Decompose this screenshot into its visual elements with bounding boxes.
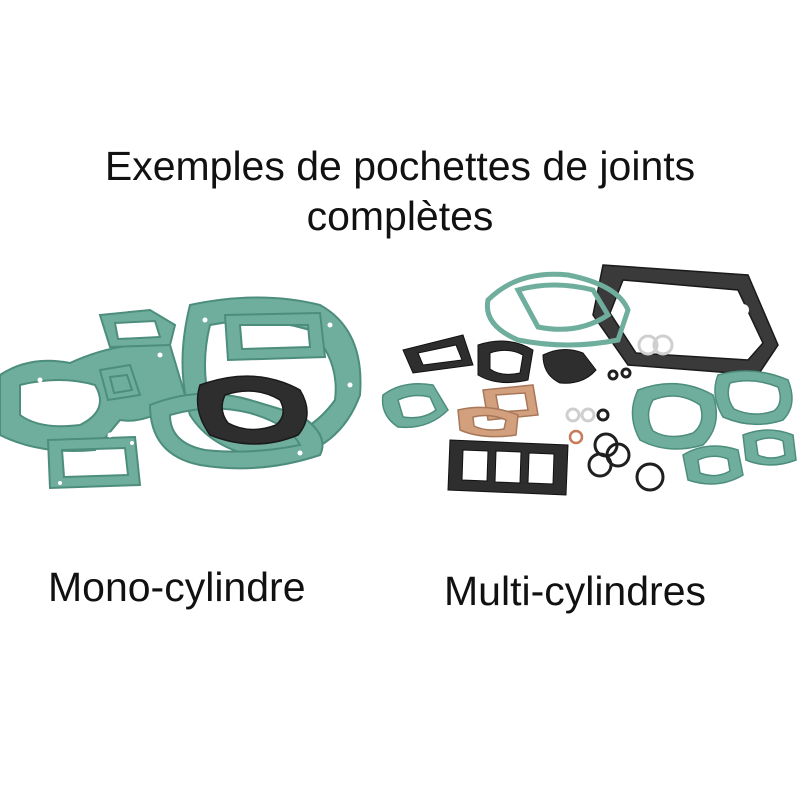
green-outline-gasket-2: [514, 282, 612, 332]
black-valve-seal-cluster: [542, 349, 597, 384]
large-black-case-gasket: [592, 264, 779, 376]
black-manifold-gasket: [402, 334, 474, 374]
silver-washer-3: [565, 407, 581, 423]
small-square-gasket: [46, 435, 142, 490]
mono-cylinder-gasket-kit-image: [0, 296, 362, 490]
silver-washer-1: [637, 334, 659, 356]
black-cover-gasket: [477, 340, 534, 384]
copper-washer-1: [568, 429, 584, 445]
head-frame-gasket: [223, 311, 327, 362]
title-line-1: Exemples de pochettes de joints: [104, 143, 696, 189]
copper-ring-gasket: [457, 406, 519, 438]
caption-multi-cylinder: Multi-cylindres: [444, 568, 706, 614]
cylinder-head-gasket: [196, 375, 308, 445]
black-cylinder-base-row: [447, 439, 569, 496]
green-intake-gasket-left: [381, 383, 449, 429]
cylinder-base-gasket: [98, 308, 177, 349]
title-line-2: complètes: [306, 193, 494, 239]
o-ring-small-1: [607, 369, 619, 381]
o-ring-small-3: [596, 408, 610, 422]
o-ring-3: [587, 452, 613, 478]
green-outline-gasket-1: [484, 271, 631, 348]
green-head-gasket-right: [714, 370, 793, 426]
silver-washer-2: [652, 334, 674, 356]
multi-cylinder-gasket-kit-image: [381, 264, 797, 496]
green-small-gasket-far-right: [742, 429, 797, 466]
green-head-gasket-center: [631, 382, 718, 450]
o-ring-4: [635, 462, 665, 492]
silver-washer-4: [580, 407, 596, 423]
o-ring-small-2: [620, 367, 632, 379]
green-small-gaskets-right: [682, 445, 744, 485]
small-intake-gasket: [98, 363, 142, 402]
caption-mono-cylinder: Mono-cylindre: [48, 564, 306, 610]
